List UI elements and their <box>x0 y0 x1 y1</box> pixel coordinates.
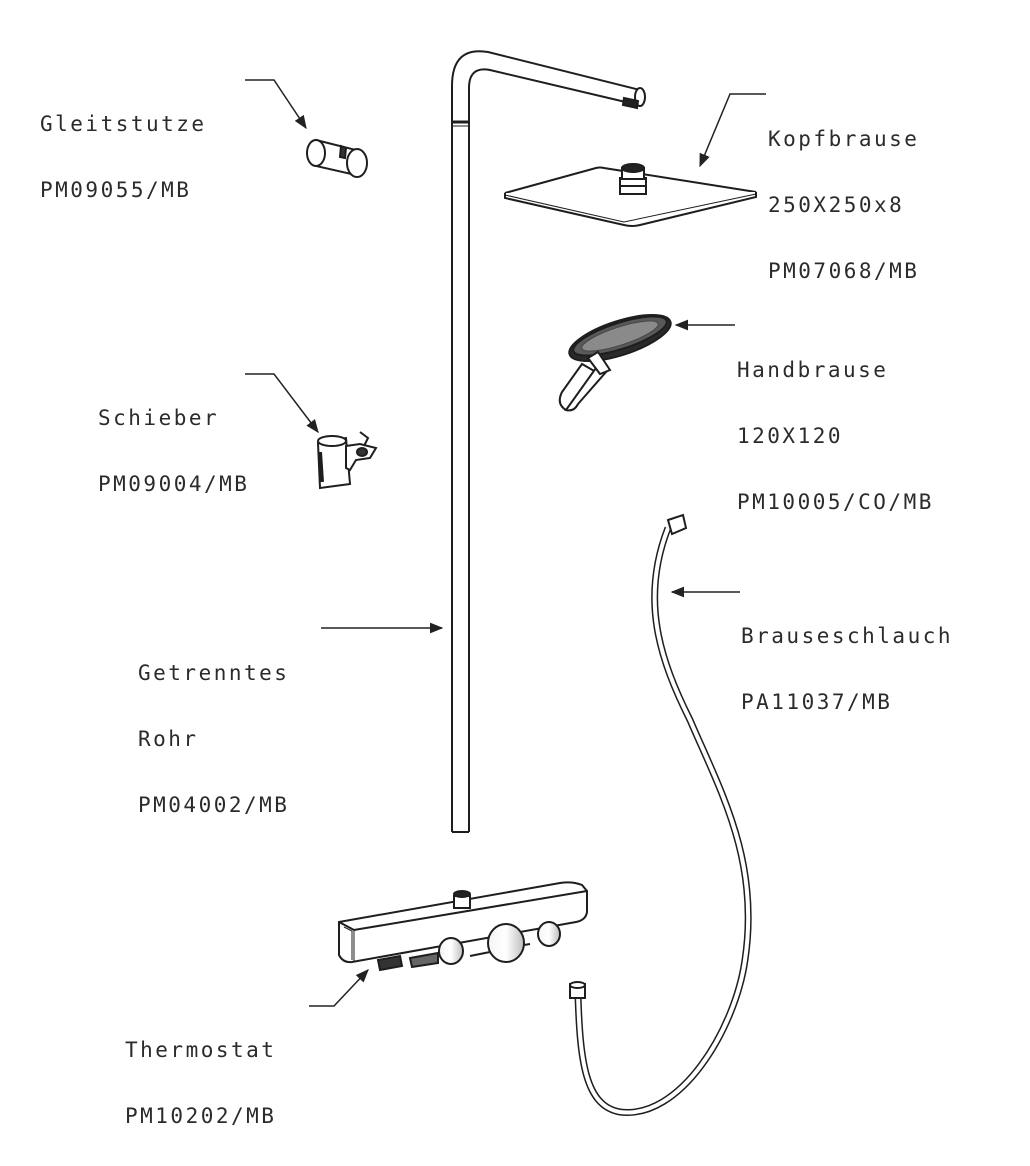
schieber-code: PM09004/MB <box>98 472 250 496</box>
leader-gleitstutze <box>245 79 307 130</box>
handbrause-name: Handbrause <box>737 358 889 382</box>
rohr-code: PM04002/MB <box>138 793 290 817</box>
thermostat-code: PM10202/MB <box>125 1104 277 1128</box>
rohr-name1: Getrenntes <box>138 661 290 685</box>
arm-connector <box>621 87 646 110</box>
leader-lines <box>245 79 766 1007</box>
label-thermostat: Thermostat PM10202/MB <box>125 995 276 1149</box>
label-rohr: Getrenntes Rohr PM04002/MB <box>138 618 289 838</box>
label-brauseschlauch: Brauseschlauch PA11037/MB <box>741 581 953 735</box>
handbrause-code: PM10005/CO/MB <box>737 490 934 514</box>
slide-support <box>306 138 368 178</box>
gleitstutze-code: PM09055/MB <box>40 178 192 202</box>
label-handbrause: Handbrause 120X120 PM10005/CO/MB <box>737 315 934 535</box>
hand-shower <box>558 313 672 412</box>
leader-thermostat <box>309 969 369 1007</box>
gleitstutze-name: Gleitstutze <box>40 112 207 136</box>
kopfbrause-code: PM07068/MB <box>768 259 920 283</box>
head-shower <box>504 163 757 227</box>
kopfbrause-name: Kopfbrause <box>768 127 920 151</box>
label-schieber: Schieber PM09004/MB <box>98 363 249 517</box>
riser-pipe <box>451 50 641 833</box>
kopfbrause-size: 250X250x8 <box>768 193 905 217</box>
thermostat-body <box>338 881 588 972</box>
label-gleitstutze: Gleitstutze PM09055/MB <box>40 69 207 223</box>
leader-kopfbrause <box>699 93 766 168</box>
thermostat-name: Thermostat <box>125 1038 277 1062</box>
slider-holder <box>316 431 378 490</box>
brauseschlauch-code: PA11037/MB <box>741 690 893 714</box>
shower-hose <box>569 513 752 1116</box>
rohr-name2: Rohr <box>138 727 199 751</box>
brauseschlauch-name: Brauseschlauch <box>741 624 954 648</box>
schieber-name: Schieber <box>98 406 220 430</box>
label-kopfbrause: Kopfbrause 250X250x8 PM07068/MB <box>768 84 919 304</box>
handbrause-size: 120X120 <box>737 424 844 448</box>
leader-schieber <box>245 373 319 434</box>
